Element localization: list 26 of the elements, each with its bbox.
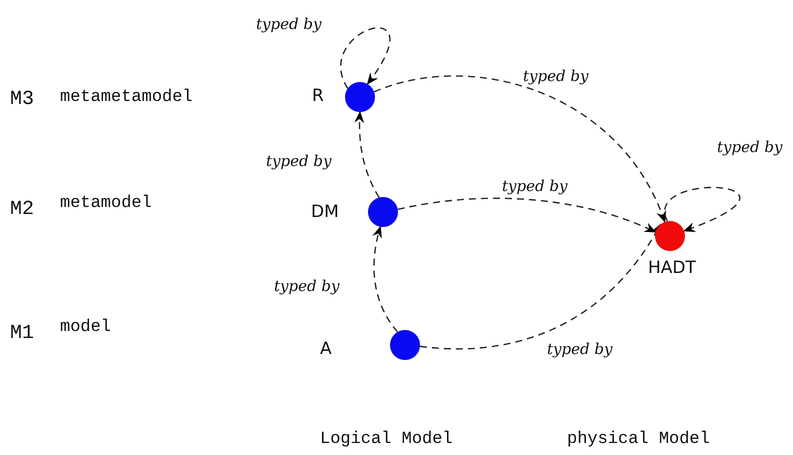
edge-label: typed by	[522, 67, 590, 85]
label: M2	[10, 198, 34, 221]
label: metamodel	[60, 194, 152, 213]
edge-label: typed by	[265, 152, 332, 170]
label: Logical Model	[320, 430, 453, 449]
edge-label: typed by	[501, 177, 568, 195]
dashed-arrow	[398, 198, 656, 233]
node-label: A	[320, 339, 332, 359]
node-label: R	[312, 86, 324, 106]
edge-label: typed by	[255, 15, 322, 33]
edge-label: typed by	[273, 277, 340, 295]
dashed-arrow	[354, 111, 380, 198]
label: M1	[10, 322, 34, 345]
dashed-arrow	[374, 75, 666, 223]
dashed-arrow	[372, 226, 398, 332]
edge-label: typed by	[716, 138, 784, 156]
dashed-arrow	[420, 224, 661, 350]
label: model	[60, 318, 112, 337]
dashed-arrow	[340, 27, 390, 89]
label: physical Model	[567, 430, 710, 449]
label: M3	[10, 88, 34, 111]
node-label: DM	[311, 202, 339, 222]
node-label: HADT	[648, 258, 696, 278]
label: metametamodel	[60, 88, 193, 107]
dashed-arrow	[664, 186, 740, 232]
edge-label: typed by	[546, 340, 614, 358]
